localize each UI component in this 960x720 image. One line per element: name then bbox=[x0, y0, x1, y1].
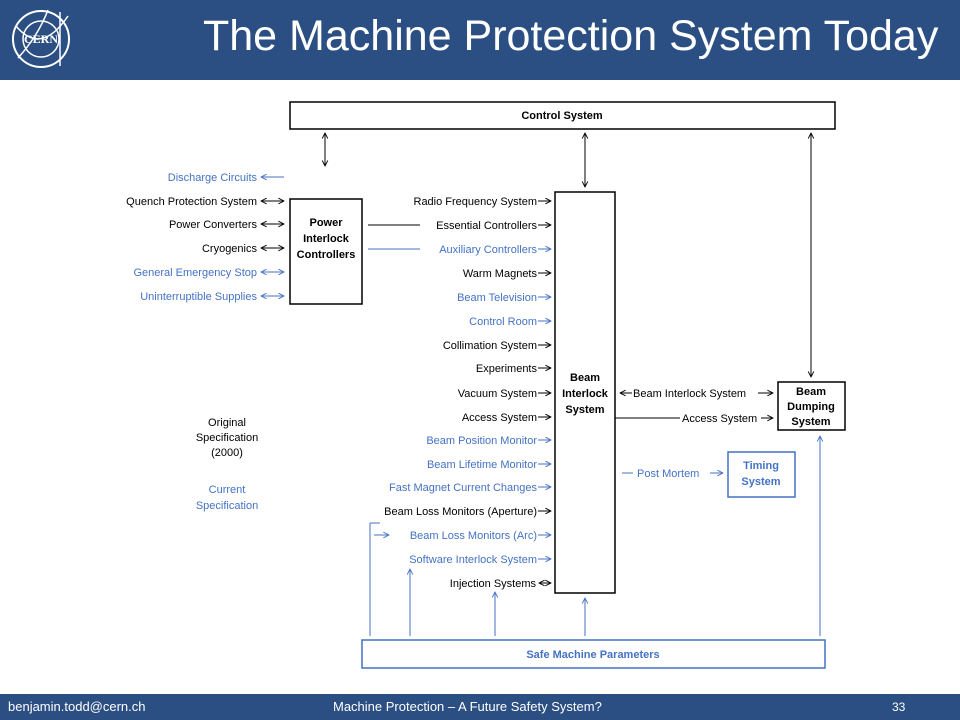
beam-input-label: Beam Position Monitor bbox=[426, 435, 537, 447]
beam-interlock-label-2: Interlock bbox=[562, 388, 609, 400]
beam-input-label: Software Interlock System bbox=[409, 554, 537, 566]
beam-interlock-label-1: Beam bbox=[570, 372, 600, 384]
right-links: Beam Interlock System Access System Post… bbox=[615, 388, 773, 480]
power-interlock-label-3: Controllers bbox=[297, 249, 356, 261]
beam-dumping-box: Beam Dumping System bbox=[777, 381, 846, 431]
safe-machine-parameters-label: Safe Machine Parameters bbox=[526, 649, 659, 661]
timing-system-box: Timing System bbox=[727, 451, 796, 498]
control-system-label: Control System bbox=[521, 110, 603, 122]
beam-input-label: Warm Magnets bbox=[463, 268, 538, 280]
beam-interlock-label-3: System bbox=[565, 404, 604, 416]
beam-interlock-system-label: Beam Interlock System bbox=[633, 388, 746, 400]
beam-dumping-label-2: Dumping bbox=[787, 401, 835, 413]
beam-interlock-box: Beam Interlock System bbox=[554, 191, 616, 594]
power-inputs: Discharge Circuits Quench Protection Sys… bbox=[126, 172, 284, 303]
cern-logo-icon: CERN bbox=[12, 9, 70, 68]
beam-input-label: Auxiliary Controllers bbox=[439, 244, 537, 256]
timing-label-2: System bbox=[741, 476, 780, 488]
control-system-box: Control System bbox=[289, 101, 836, 130]
legend-original-2: Specification bbox=[196, 432, 258, 444]
safe-machine-parameters-box: Safe Machine Parameters bbox=[361, 639, 826, 669]
power-input-label: General Emergency Stop bbox=[133, 267, 257, 279]
page-title: The Machine Protection System Today bbox=[203, 12, 939, 60]
beam-input-label: Fast Magnet Current Changes bbox=[389, 482, 537, 494]
beam-dumping-label-3: System bbox=[791, 416, 830, 428]
legend-current-1: Current bbox=[209, 484, 246, 496]
legend-original-3: (2000) bbox=[211, 447, 243, 459]
power-input-label: Quench Protection System bbox=[126, 196, 257, 208]
beam-input-label: Vacuum System bbox=[458, 388, 537, 400]
beam-input-label: Beam Loss Monitors (Aperture) bbox=[384, 506, 537, 518]
power-interlock-box: Power Interlock Controllers bbox=[289, 198, 363, 305]
beam-input-label: Access System bbox=[462, 412, 537, 424]
legend-original-1: Original bbox=[208, 417, 246, 429]
footer: benjamin.todd@cern.ch Machine Protection… bbox=[0, 694, 960, 720]
footer-email: benjamin.todd@cern.ch bbox=[8, 699, 146, 714]
post-mortem-label: Post Mortem bbox=[637, 468, 699, 480]
power-input-label: Discharge Circuits bbox=[168, 172, 258, 184]
power-interlock-label-1: Power bbox=[309, 217, 343, 229]
power-input-label: Cryogenics bbox=[202, 243, 258, 255]
beam-input-label: Beam Loss Monitors (Arc) bbox=[410, 530, 537, 542]
title-bar: CERN The Machine Protection System Today bbox=[0, 0, 960, 80]
footer-center-text: Machine Protection – A Future Safety Sys… bbox=[333, 699, 602, 714]
legend: Original Specification (2000) Current Sp… bbox=[196, 417, 258, 512]
smp-links bbox=[369, 436, 820, 636]
beam-input-label: Essential Controllers bbox=[436, 220, 537, 232]
legend-current-2: Specification bbox=[196, 500, 258, 512]
beam-input-label: Beam Television bbox=[457, 292, 537, 304]
power-input-label: Uninterruptible Supplies bbox=[140, 291, 257, 303]
access-system-label: Access System bbox=[682, 413, 757, 425]
page-number: 33 bbox=[892, 700, 906, 714]
beam-input-label: Control Room bbox=[469, 316, 537, 328]
beam-input-label: Injection Systems bbox=[450, 578, 537, 590]
beam-input-label: Beam Lifetime Monitor bbox=[427, 459, 537, 471]
logo-text: CERN bbox=[24, 32, 58, 46]
beam-inputs: Radio Frequency System Essential Control… bbox=[384, 196, 551, 590]
beam-input-label: Experiments bbox=[476, 363, 538, 375]
beam-dumping-label-1: Beam bbox=[796, 386, 826, 398]
beam-input-label: Radio Frequency System bbox=[414, 196, 538, 208]
power-interlock-label-2: Interlock bbox=[303, 233, 350, 245]
timing-label-1: Timing bbox=[743, 460, 779, 472]
power-input-label: Power Converters bbox=[169, 219, 258, 231]
beam-input-label: Collimation System bbox=[443, 340, 537, 352]
